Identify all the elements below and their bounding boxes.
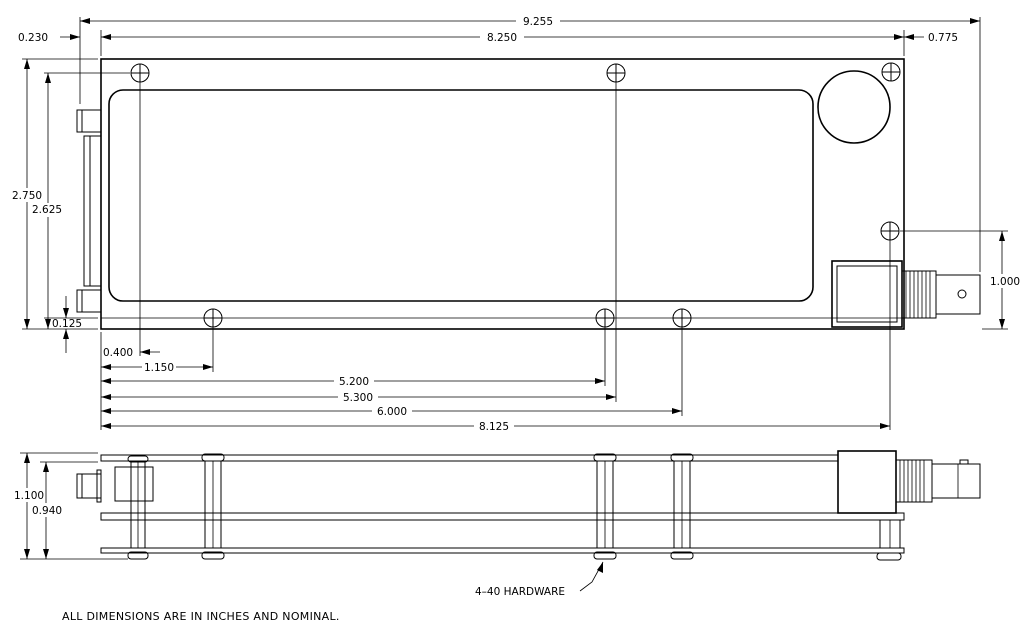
screw	[672, 308, 692, 328]
top-view-inner-panel	[108, 89, 814, 302]
top-view-horizontal-dimensions: 9.255 8.250 0.230 0.775 0.400 1.	[18, 14, 980, 433]
top-view-bnc-connector	[831, 260, 981, 328]
label-hardware: 4–40 HARDWARE	[475, 586, 565, 598]
dim-side-body-height: 0.940	[32, 505, 62, 517]
top-view-round-boss	[817, 70, 891, 144]
screw	[203, 308, 223, 328]
units-note: ALL DIMENSIONS ARE IN INCHES AND NOMINAL…	[62, 610, 340, 623]
top-view-extension-lines	[22, 17, 1008, 430]
standoff	[127, 455, 149, 560]
top-view: 9.255 8.250 0.230 0.775 0.400 1.	[11, 14, 1024, 433]
standoff	[670, 453, 694, 560]
dim-bottom-offset: 0.125	[52, 318, 82, 330]
top-view-left-connector	[76, 109, 102, 313]
screw	[606, 63, 626, 83]
dim-hole-x-4: 5.300	[343, 392, 373, 404]
dim-hole-x-3: 5.200	[339, 376, 369, 388]
dim-hole-x-5: 6.000	[377, 406, 407, 418]
dim-body-height: 2.625	[32, 204, 62, 216]
side-view-bnc-housing	[837, 450, 897, 514]
screw	[130, 63, 150, 83]
screw	[881, 62, 901, 82]
dim-right-offset: 0.775	[928, 32, 958, 44]
side-view: 4–40 HARDWARE 1.100 0.940	[12, 450, 981, 598]
dim-hole-x-6: 8.125	[479, 421, 509, 433]
top-view-vertical-dimensions: 2.750 2.625 0.125 1.000	[11, 59, 1024, 353]
dim-left-offset: 0.230	[18, 32, 48, 44]
dim-overall-height: 2.750	[12, 190, 42, 202]
top-view-body-outline	[100, 58, 905, 330]
bnc-housing	[831, 260, 903, 328]
dim-hole-x-2: 1.150	[144, 362, 174, 374]
screw	[595, 308, 615, 328]
side-view-standoffs	[127, 453, 902, 561]
dim-body-length: 8.250	[487, 32, 517, 44]
side-view-left-connector	[114, 466, 154, 502]
standoff	[201, 453, 225, 560]
standoff	[593, 453, 617, 560]
dim-connector-height: 1.000	[990, 276, 1020, 288]
standoff	[876, 519, 902, 561]
dim-hole-x-1: 0.400	[103, 347, 133, 359]
screw	[880, 221, 900, 241]
top-view-screws	[130, 62, 901, 328]
dim-side-overall-height: 1.100	[14, 490, 44, 502]
hardware-leader: 4–40 HARDWARE	[475, 561, 604, 598]
dim-overall-length: 9.255	[523, 16, 553, 28]
